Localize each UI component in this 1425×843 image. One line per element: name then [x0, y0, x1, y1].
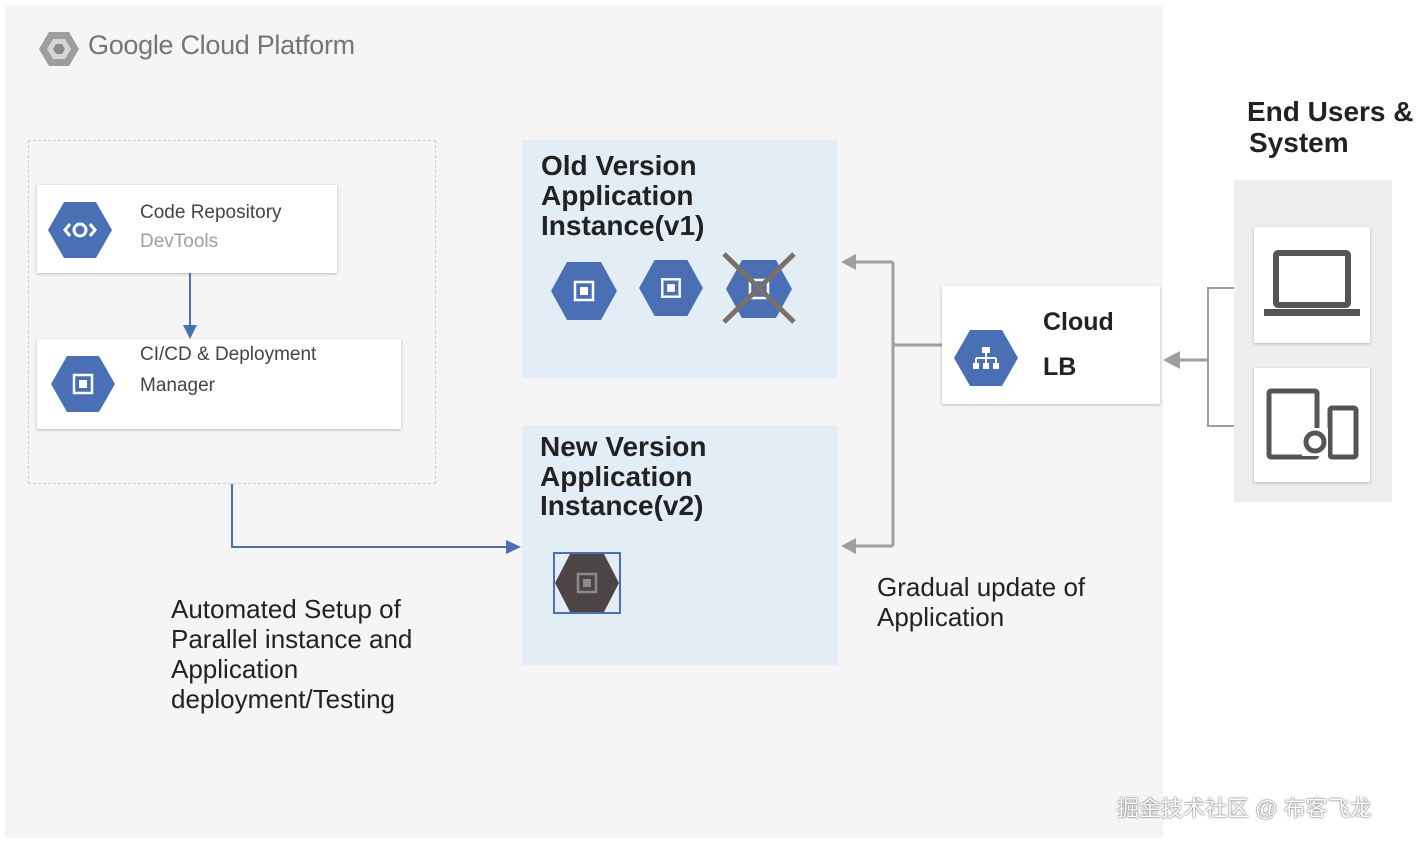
automated-caption-line: deployment/Testing: [171, 684, 396, 714]
automated-caption-line: Application: [171, 654, 299, 684]
gradual-update-caption: Gradual update of Application: [877, 572, 1085, 632]
code-repository-card: Code Repository DevTools: [37, 185, 337, 273]
cicd-icon: [51, 356, 115, 412]
end-users-title-line1: End Users &: [1247, 96, 1414, 127]
code-repository-subtitle: DevTools: [140, 231, 219, 252]
automated-setup-caption: Automated Setup of Parallel instance and…: [171, 594, 412, 714]
cloud-lb-label-line1: Cloud: [1043, 308, 1114, 336]
deploy-arrow: [231, 484, 521, 554]
automated-caption-line: Parallel instance and: [171, 624, 413, 654]
end-users-title-line2: System: [1249, 127, 1349, 158]
gradual-caption-line: Application: [877, 602, 1005, 632]
code-repository-title: Code Repository: [140, 202, 282, 223]
repo-to-cicd-arrow: [183, 273, 197, 339]
cicd-title-line1: CI/CD & Deployment: [140, 344, 317, 365]
compute-engine-icon: [639, 260, 703, 316]
old-panel-title-line1: Old Version: [541, 150, 697, 181]
old-panel-title-line2: Application: [541, 180, 694, 211]
new-panel-title-line1: New Version: [540, 431, 707, 462]
cicd-title-line2: Manager: [140, 375, 215, 396]
cicd-card: CI/CD & Deployment Manager: [37, 339, 401, 429]
gcp-logo-icon: [39, 32, 79, 66]
users-to-lb-arrows: [1163, 287, 1256, 427]
old-panel-title-line3: Instance(v1): [541, 210, 705, 241]
cloud-lb-card: Cloud LB: [942, 286, 1160, 404]
load-balancer-icon: [954, 330, 1018, 386]
gradual-caption-line: Gradual update of: [877, 572, 1086, 602]
terminated-instance-icon: [722, 252, 796, 324]
cloud-lb-label-line2: LB: [1043, 353, 1077, 381]
automated-caption-line: Automated Setup of: [171, 594, 401, 624]
old-version-panel: Old Version Application Instance(v1): [522, 140, 837, 378]
devtools-group: [28, 140, 436, 484]
lb-routing-arrows: [841, 254, 942, 554]
laptop-card: [1254, 227, 1370, 343]
compute-engine-icon: [551, 262, 617, 320]
laptop-icon: [1264, 250, 1360, 316]
new-version-panel: New Version Application Instance(v2): [522, 425, 838, 665]
code-repository-icon: [48, 202, 112, 258]
mobile-device-icon: [1266, 388, 1359, 460]
platform-logo-text: Google Cloud Platform: [88, 30, 355, 60]
new-instance-icon: [553, 552, 621, 614]
watermark: 掘金技术社区 @ 布客飞龙: [1117, 796, 1372, 821]
mobile-device-card: [1254, 368, 1370, 482]
new-panel-title-line3: Instance(v2): [540, 490, 704, 521]
new-panel-title-line2: Application: [540, 461, 693, 492]
